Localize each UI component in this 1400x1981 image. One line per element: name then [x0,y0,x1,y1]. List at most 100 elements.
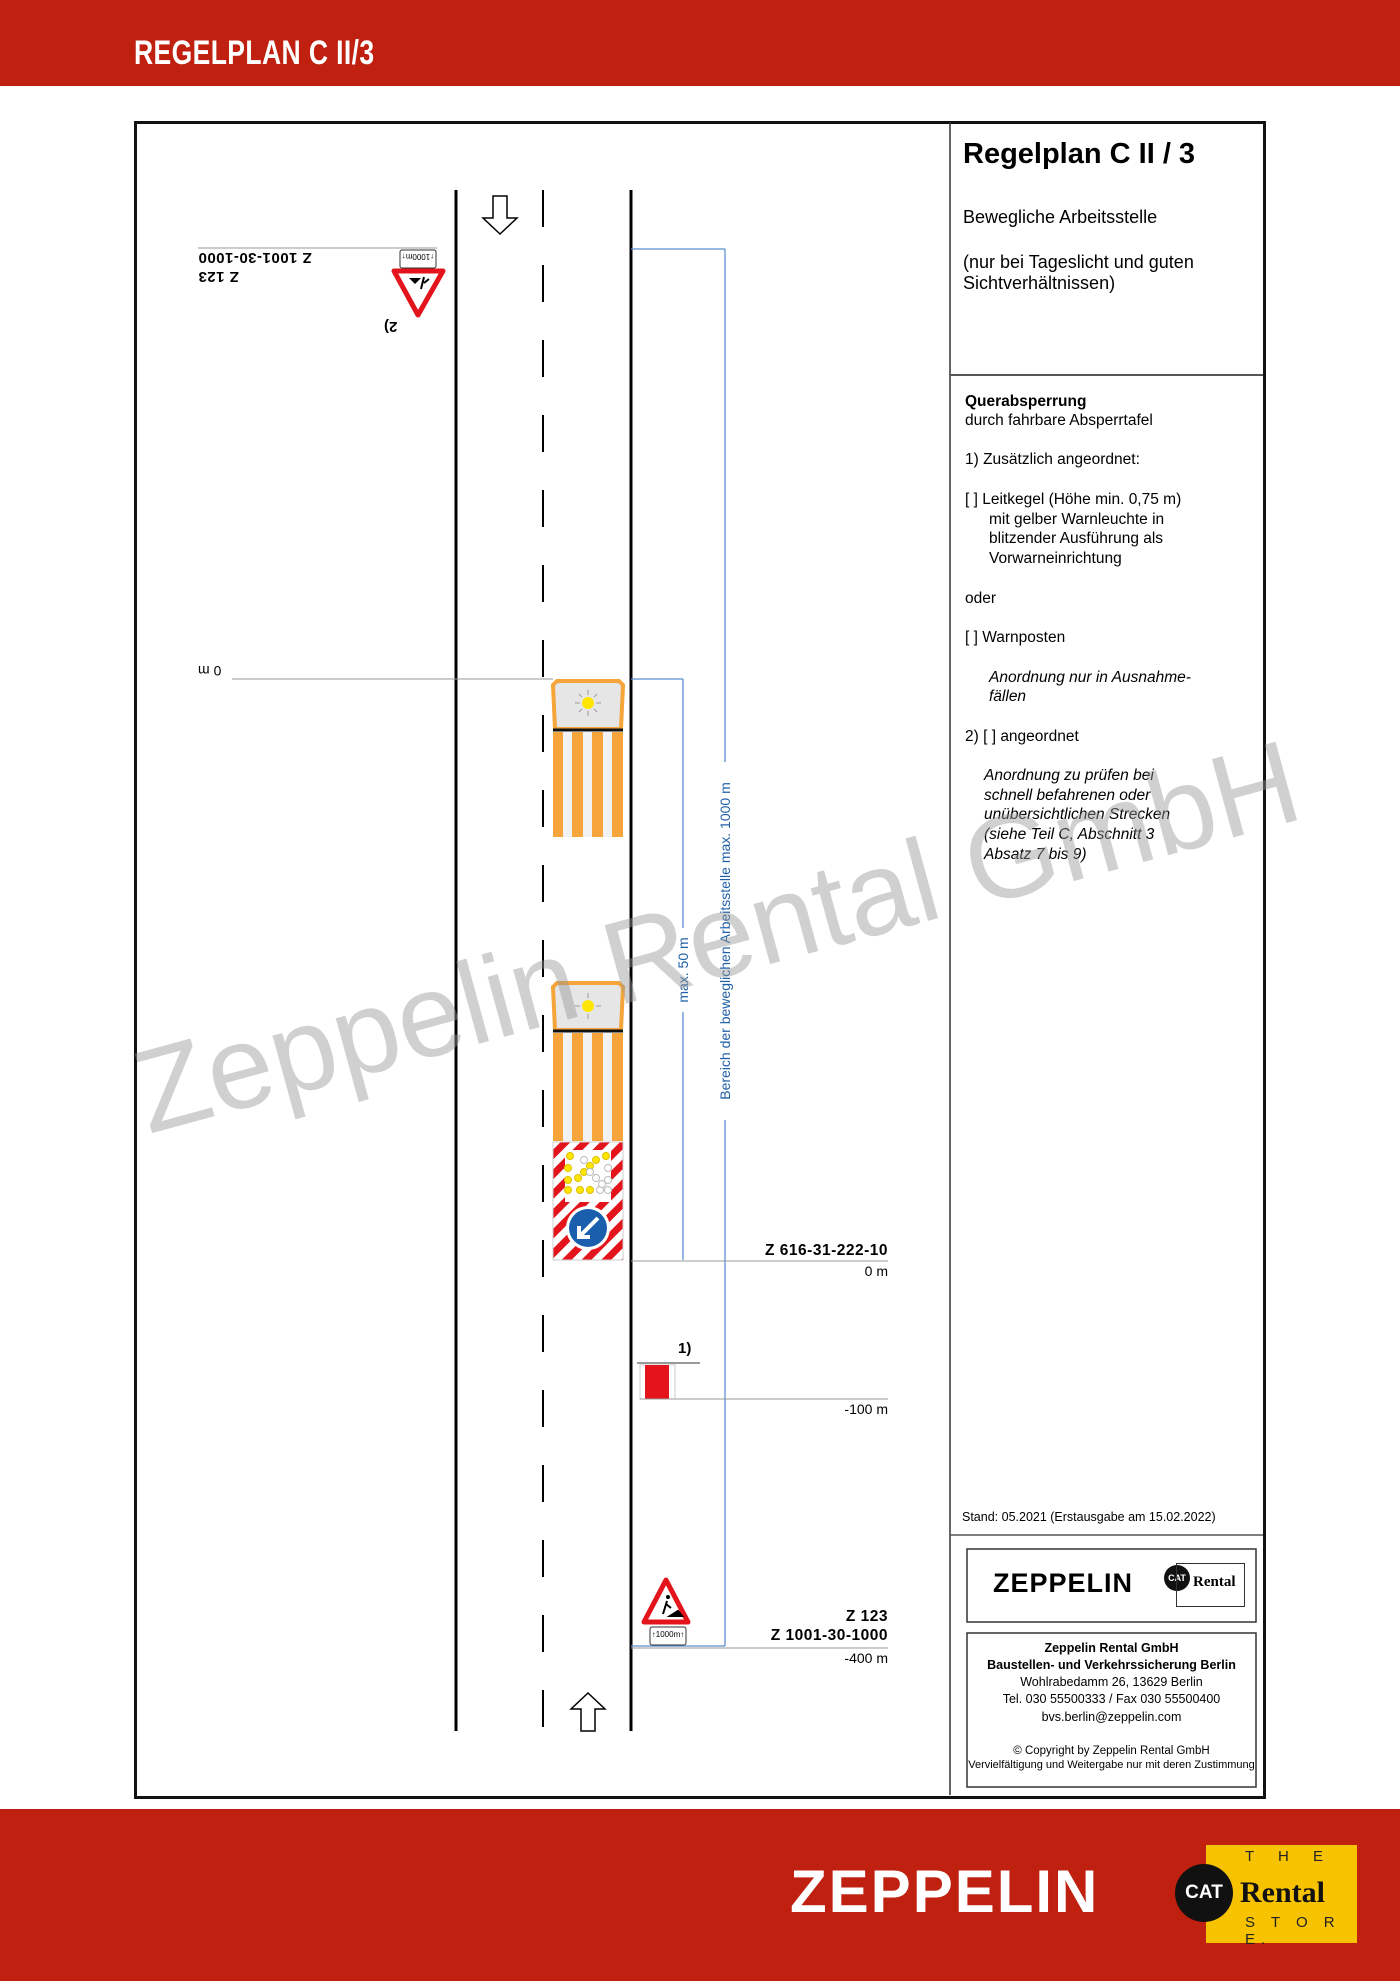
cat-logo-small: CAT [1164,1565,1190,1591]
rental-text: Rental [1240,1876,1325,1909]
vehicle-stripe [583,732,592,837]
address-company: Zeppelin Rental GmbH [1044,1641,1179,1655]
plan-subtitle: Bewegliche Arbeitsstelle [963,207,1158,227]
item2-note-line2: schnell befahrenen oder [984,787,1151,804]
mobile-barrier-board [552,1141,624,1261]
item2-note-line4: (siehe Teil C, Abschnitt 3 [984,826,1155,843]
item1-option1-line4: Vorwarneinrichtung [989,550,1122,567]
light-dot [580,1156,588,1164]
page-title: REGELPLAN C II/3 [134,34,375,72]
zeppelin-logo: ZEPPELIN [790,1858,1100,1925]
light-dot [566,1152,574,1160]
top-plate [399,249,437,269]
bottom-plate [649,1626,687,1646]
vehicle-stripe [563,732,572,837]
rental-store-box-small [1176,1563,1245,1607]
header-bar [0,0,1400,86]
light-dot [574,1174,582,1182]
warning-light-icon [575,993,601,1019]
plan-title: Regelplan C II / 3 [963,138,1196,170]
store-text: S T O R E. [1245,1914,1341,1948]
bottom-sign-distance: -400 m [844,1650,888,1666]
arrow-up-icon [569,1691,607,1732]
barrier-note: 1) [678,1340,692,1357]
notes-heading: Querabsperrung [965,393,1087,410]
arrow-down-icon [481,195,519,236]
cat-logo: CAT [1175,1864,1233,1922]
roadworks-sign-inverted-icon [391,268,446,318]
logo-box [966,1548,1257,1623]
item1-option1-line2: mit gelber Warnleuchte in [989,511,1165,528]
warning-light-icon [575,690,601,716]
vehicle-stripe [603,732,612,837]
address-department: Baustellen- und Verkehrssicherung Berlin [987,1658,1236,1672]
light-dot [586,1168,594,1176]
condition-line1: (nur bei Tageslicht und guten [963,252,1194,272]
item2-note-line3: unübersichtlichen Strecken [984,806,1171,823]
item1-title: 1) Zusätzlich angeordnet: [965,451,1140,468]
address-box [966,1632,1257,1788]
bottom-sign-code2: Z 1001-30-1000 [770,1627,888,1644]
zero-label-flipped: 0 m [198,663,222,679]
light-dot [586,1186,594,1194]
vehicle-stripe [592,1033,603,1141]
rental-logo-text-small: Rental [1193,1574,1236,1590]
sign-mound [409,278,421,284]
top-sign-code1: Z 123 [198,268,239,285]
vehicle-stripe [553,1033,563,1141]
light-dot [576,1186,584,1194]
work-vehicle-2 [550,981,626,1261]
or-text: oder [965,590,997,607]
item1-note-line2: fällen [989,688,1027,705]
vehicle-stripe [572,732,583,837]
top-sign-code2: Z 1001-30-1000 [198,249,312,266]
light-dot [604,1186,612,1194]
condition-line2: Sichtverhältnissen) [963,273,1116,293]
barrier-1 [637,1362,700,1400]
barrier-distance: -100 m [844,1401,888,1417]
item1-option1-line3: blitzender Ausführung als [989,530,1164,547]
address-email[interactable]: bvs.berlin@zeppelin.com [1041,1710,1182,1724]
arrow-light-dots [564,1152,612,1194]
light-dot [604,1176,612,1184]
item1-option2: [ ] Warnposten [965,629,1066,646]
vehicle-stripe [553,732,563,837]
the-text: T H E [1245,1848,1334,1865]
light-dot [592,1156,600,1164]
copyright-rights: Vervielfältigung und Weitergabe nur mit … [968,1759,1255,1771]
item1-option1: [ ] Leitkegel (Höhe min. 0,75 m) [965,491,1182,508]
vehicle-sign-code: Z 616-31-222-10 [765,1242,888,1259]
light-dot [564,1164,572,1172]
sign-worker [420,276,430,290]
vehicle-stripe [563,1033,572,1141]
item1-note-line1: Anordnung nur in Ausnahme- [989,669,1191,686]
vehicle-distance: 0 m [864,1263,888,1279]
light-dot [604,1164,612,1172]
worker-head [666,1595,670,1599]
vehicle-stripe [583,1033,592,1141]
address-phone: Tel. 030 55500333 / Fax 030 55500400 [1002,1692,1221,1706]
notes-heading-sub: durch fahrbare Absperrtafel [965,412,1153,429]
bottom-plate-text: ↑1000m↑ [651,1630,685,1639]
item2-note-line5: Absatz 7 bis 9) [984,846,1087,863]
footer-bar [0,1809,1400,1981]
light-dot [564,1176,572,1184]
address-street: Wohlrabedamm 26, 13629 Berlin [1020,1675,1203,1689]
top-plate-text: ↑1000m↑ [401,252,435,261]
item2-note-line1: Anordnung zu prüfen bei [984,767,1154,784]
vehicle-stripe [612,732,623,837]
plan-frame [134,121,1266,1799]
vehicle-stripe [603,1033,612,1141]
copyright: © Copyright by Zeppelin Rental GmbH [1013,1745,1210,1757]
vehicle-stripe [612,1033,623,1141]
bottom-sign-code1: Z 123 [845,1608,888,1625]
stand-date: Stand: 05.2021 (Erstausgabe am 15.02.202… [962,1510,1216,1524]
work-vehicle-1 [550,679,626,837]
light-dot [598,1180,606,1188]
roadworks-worker-icon [662,1600,685,1617]
top-sign-note: 2) [384,318,398,335]
light-dot [592,1174,600,1182]
item2-title: 2) [ ] angeordnet [965,728,1079,745]
light-dot [564,1186,572,1194]
